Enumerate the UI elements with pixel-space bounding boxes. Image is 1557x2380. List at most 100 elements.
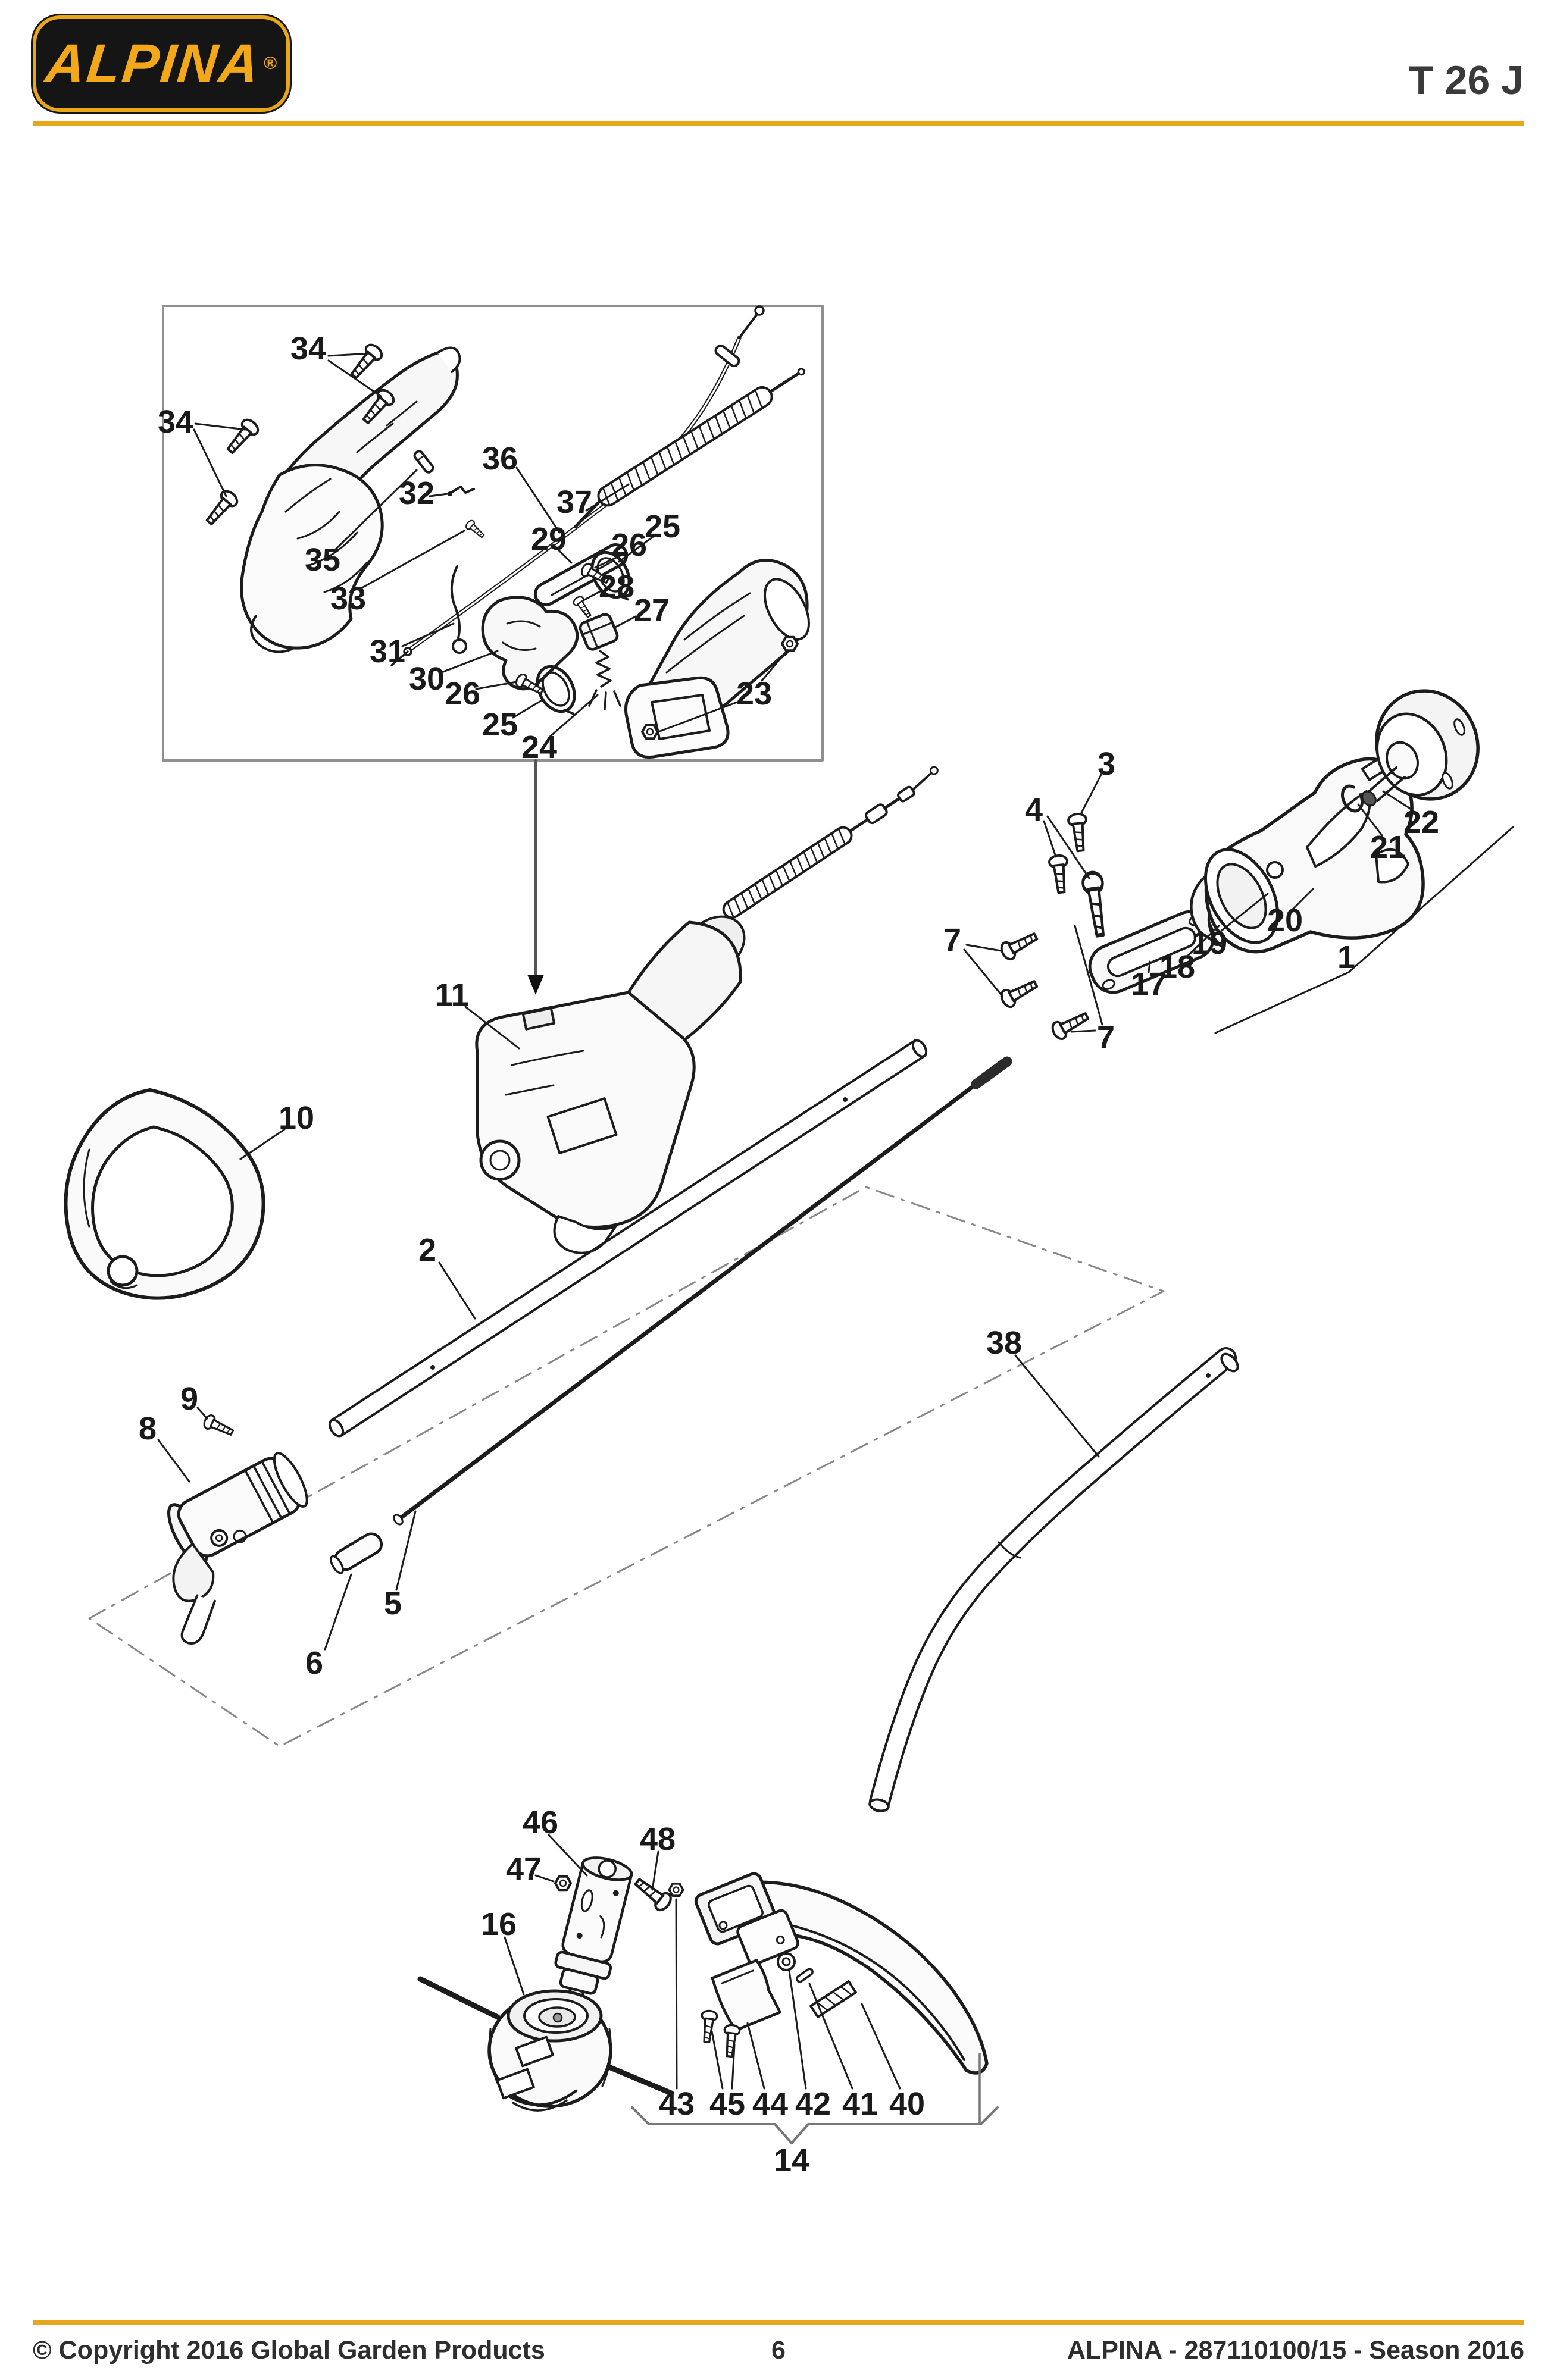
callout-14: 14: [774, 2143, 809, 2178]
part-35-cable-adjuster: [413, 450, 434, 474]
part-48-bolt: [631, 1874, 674, 1913]
part-2-shaft-tube: [328, 1039, 928, 1438]
callout-29: 29: [531, 521, 567, 557]
callout-31: 31: [370, 634, 405, 669]
part-front-handle-housing: [240, 346, 461, 653]
leader-line-34: [194, 422, 246, 431]
part-20-clutch-housing: [1203, 756, 1425, 954]
footer-copyright: © Copyright 2016 Global Garden Products: [33, 2336, 545, 2365]
leader-line-36: [515, 466, 561, 534]
callout-35: 35: [305, 542, 340, 578]
callout-3: 3: [1098, 746, 1115, 782]
leader-line-23: [761, 650, 788, 682]
part-rear-handle-housing-half: [624, 559, 810, 759]
part-6-sleeve: [330, 1532, 383, 1574]
leader-line-25: [618, 534, 656, 563]
part-38-bent-shaft-tube: [868, 1347, 1239, 1812]
callout-10: 10: [279, 1100, 314, 1136]
callout-36: 36: [482, 441, 518, 477]
leader-line-28: [583, 589, 604, 601]
part-8-coupling: [167, 1452, 308, 1645]
logo-registered-mark: ®: [264, 54, 277, 73]
callout-17: 17: [1131, 966, 1167, 1002]
leader-line-17: [1148, 960, 1151, 973]
callout-22: 22: [1403, 804, 1439, 840]
callout-34: 34: [158, 404, 193, 440]
callout-7: 7: [943, 922, 961, 958]
callout-26: 26: [445, 676, 480, 712]
leader-line-10: [239, 1128, 286, 1160]
part-41-pin: [796, 1968, 814, 1983]
leader-line-26: [594, 553, 624, 569]
part-27-stop-switch: [579, 613, 619, 651]
leader-line-8: [157, 1439, 190, 1483]
callout-42: 42: [795, 2086, 831, 2122]
leader-line-2: [438, 1261, 476, 1320]
callout-1: 1: [1337, 940, 1355, 975]
leader-line-25: [512, 699, 544, 719]
callout-24: 24: [521, 729, 557, 765]
leader-line-7: [1070, 1029, 1096, 1033]
callout-5: 5: [384, 1586, 402, 1621]
callout-41: 41: [842, 2086, 878, 2122]
leader-line-22: [1382, 790, 1414, 812]
part-3-screw: [1067, 812, 1091, 853]
leader-line-16: [504, 1936, 525, 1996]
leader-line-34: [327, 359, 382, 397]
callout-33: 33: [330, 581, 366, 616]
callout-40: 40: [889, 2086, 925, 2122]
leader-line-33: [361, 530, 465, 589]
leader-line-21: [1357, 803, 1383, 837]
callout-28: 28: [599, 569, 634, 605]
leader-line-6: [324, 1573, 352, 1651]
callout-27: 27: [634, 593, 670, 628]
callout-47: 47: [506, 1851, 542, 1887]
callout-9: 9: [180, 1381, 198, 1417]
leader-line-1: [1347, 826, 1514, 973]
part-24-spring-contacts: [588, 650, 621, 710]
part-29-throttle-trigger: [533, 543, 629, 606]
callout-48: 48: [640, 1821, 676, 1857]
callout-43: 43: [659, 2086, 695, 2122]
leader-line-43: [675, 1898, 678, 2090]
leader-line-37: [585, 483, 630, 512]
part-42-washer: [777, 1952, 796, 1971]
callout-16: 16: [481, 1906, 517, 1942]
leader-line-34: [193, 428, 227, 497]
callout-34: 34: [290, 331, 326, 367]
leader-line-5: [395, 1510, 417, 1591]
footer-page-number: 6: [771, 2336, 786, 2365]
leader-line-41: [808, 1983, 853, 2090]
part-7-screw: [1050, 1008, 1091, 1041]
part-44-clamp-plate: [711, 1959, 782, 2032]
part-4-screw: [1081, 872, 1109, 937]
group-14-bracket: [631, 2053, 999, 2144]
callout-25: 25: [645, 509, 680, 544]
leader-line-18: [1187, 925, 1220, 957]
part-drive-shaft-spring: [722, 766, 939, 919]
leader-line-42: [788, 1969, 807, 2090]
leader-line-19: [1219, 892, 1269, 933]
callout-7: 7: [1097, 1020, 1115, 1056]
part-21-snap-ring: [1341, 784, 1364, 813]
footer-reference: ALPINA - 287110100/15 - Season 2016: [1067, 2336, 1524, 2365]
part-5-flexible-drive-shaft: [393, 1056, 1012, 1526]
group-outline-dashed: [88, 1186, 1165, 1748]
leader-line-7: [963, 948, 1003, 997]
leader-line-23: [657, 700, 742, 733]
footer-rule: [33, 2320, 1524, 2325]
leader-line-3: [1080, 774, 1102, 815]
callout-32: 32: [399, 475, 434, 511]
leader-line-47: [534, 1874, 555, 1883]
callout-44: 44: [752, 2086, 788, 2122]
part-22-clutch-drum: [1361, 689, 1480, 807]
callout-2: 2: [418, 1232, 436, 1268]
part-23-nut: [781, 635, 799, 652]
leader-line-34: [327, 352, 371, 357]
callout-23: 23: [736, 676, 772, 712]
leader-line-38: [1014, 1354, 1100, 1458]
leader-line-46: [548, 1834, 588, 1877]
callout-20: 20: [1267, 903, 1303, 938]
part-11-handle-assembly: [475, 915, 746, 1254]
